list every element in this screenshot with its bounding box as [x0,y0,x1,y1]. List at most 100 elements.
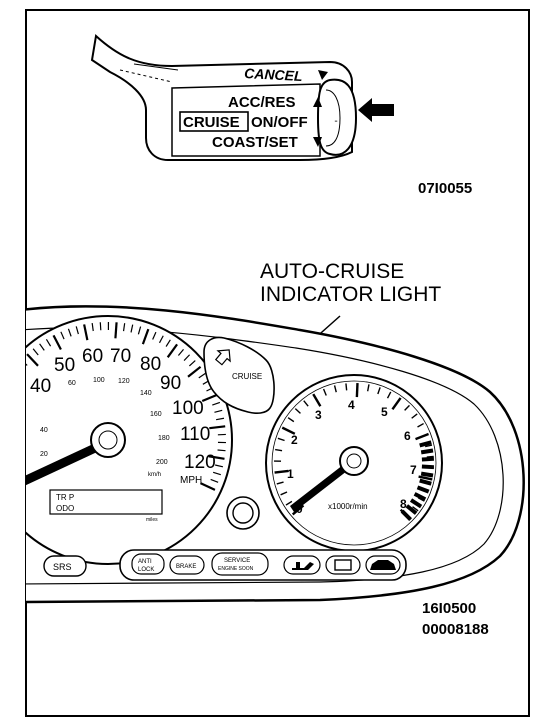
dial-tick [412,506,419,512]
dial-tick [91,322,94,332]
speedometer-ticks [0,321,226,491]
tachometer-hub [339,446,369,476]
speedo-kmh-tick: 60 [68,380,76,387]
dial-tick [322,388,327,396]
dial-tick [212,471,221,476]
tach-tick-label: 4 [348,398,355,412]
dial-tick [303,400,309,407]
dial-tick [39,343,45,351]
dial-tick [280,491,288,496]
dial-tick [217,449,226,452]
dial-tick [208,455,225,460]
cluster-figure-code: 16I0500 [422,600,476,617]
dial-tick [391,397,402,411]
brake-label: BRAKE [176,564,196,570]
redline-band-tick [400,509,412,521]
speedometer-hub [90,422,126,458]
dial-tick [277,437,285,442]
tach-tick-label: 2 [291,433,298,447]
dial-tick [166,343,178,358]
speedo-mph-tick: 90 [160,373,181,394]
dial-tick [199,482,216,491]
speedo-kmh-tick: 120 [118,378,130,385]
redline-band-tick [419,440,432,448]
dial-tick [415,432,429,441]
dial-tick [32,348,39,356]
on-off-label: ON/OFF [251,114,308,131]
redline-band-tick [420,471,434,478]
tach-tick-label: 3 [315,408,322,422]
dial-tick [0,402,4,405]
callout-line-2: INDICATOR LIGHT [260,283,441,306]
dial-tick [377,387,381,395]
dial-tick [114,322,118,339]
charging-light [325,555,361,575]
anti-lock-label-2: LOCK [138,567,154,573]
dial-tick [285,500,293,506]
odometer-display [49,489,163,515]
stalk-figure-code: 07I0055 [418,180,472,197]
dial-tick [424,444,433,448]
speedo-kmh-tick: 40 [40,427,48,434]
speedo-kmh-tick: 100 [93,377,105,384]
dial-tick [417,422,424,428]
dial-tick [122,323,126,332]
dial-tick [418,475,433,481]
instrument-cluster: 40 50 60 70 80 90 100 110 120 60 80 100 … [0,305,525,604]
dial-tick [209,425,226,430]
dial-tick [210,478,219,483]
mph-unit-label: MPH [180,475,202,486]
odometer-trip-label: TR P [56,493,74,502]
cancel-arrow-icon [318,70,328,80]
coast-set-label: COAST/SET [212,134,298,151]
srs-label: SRS [53,562,72,572]
speedo-mph-tick: 80 [140,354,161,375]
dial-tick [0,394,7,397]
cruise-button-box [179,111,249,132]
dial-tick [177,348,184,356]
speedo-kmh-tick: 140 [140,390,152,397]
car-icon [370,560,396,570]
dial-tick [7,380,21,388]
dial-tick [366,384,370,392]
dial-tick [214,464,224,468]
dial-tick [345,383,348,391]
dial-tick [212,401,221,406]
tach-tick-label: 8 [400,497,407,511]
redline-band-tick [421,456,434,462]
srs-warning-light [43,555,87,577]
dial-tick [312,393,322,407]
dial-tick [83,324,89,341]
tach-unit-label: x1000r/min [328,502,368,511]
dial-tick [355,383,359,398]
speedo-mph-tick: 100 [172,398,204,419]
dial-tick [404,404,410,411]
redline-band-tick [413,492,427,502]
miles-label: miles [146,517,158,523]
redline-band-tick [421,464,434,470]
cluster-document-number: 00008188 [422,621,489,638]
service-label-1: SERVICE [224,558,250,564]
dial-tick [11,373,18,378]
dial-tick [158,335,164,344]
dial-tick [60,331,65,340]
service-engine-light [211,552,269,576]
dial-tick [275,448,283,452]
odometer-odo-label: ODO [56,504,74,513]
speedo-kmh-tick: 200 [156,459,168,466]
dial-tick [0,409,9,413]
tach-tick-label: 0 [296,502,303,516]
cruise-button-label: CRUISE [183,114,240,131]
dial-tick [67,328,72,337]
dial-tick [137,326,142,335]
redline-band-tick [409,498,423,509]
dial-tick [130,324,134,333]
speedo-mph-tick: 120 [184,452,216,473]
battery-icon [334,559,352,571]
redline-band-tick [416,485,430,494]
dial-tick [165,339,171,347]
dial-tick [426,455,434,458]
tach-tick-label: 7 [410,463,417,477]
dial-tick [141,328,150,345]
cruise-indicator-lamp [203,336,275,414]
